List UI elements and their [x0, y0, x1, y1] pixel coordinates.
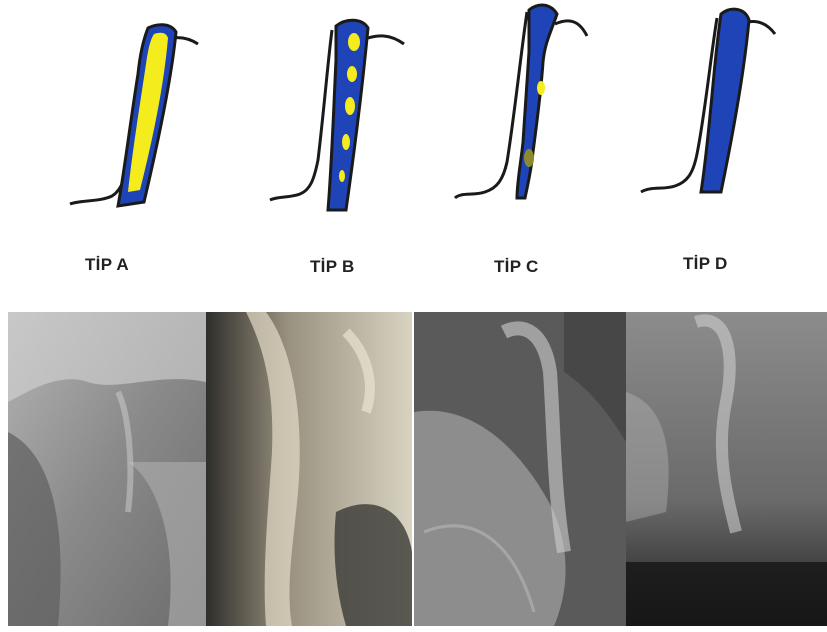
radiograph-type-a	[8, 312, 206, 626]
type-a-canal-sketch	[60, 14, 210, 214]
type-a-label: TİP A	[85, 255, 129, 275]
type-c-canal-sketch	[445, 2, 595, 212]
type-d-label: TİP D	[683, 254, 728, 274]
type-b-label: TİP B	[310, 257, 355, 277]
type-b-canal-sketch	[262, 10, 412, 215]
type-d-canal-sketch	[635, 4, 785, 199]
radiograph-type-b	[206, 312, 412, 626]
radiograph-type-c	[414, 312, 626, 626]
radiograph-type-d	[626, 312, 827, 626]
type-c-label: TİP C	[494, 257, 539, 277]
